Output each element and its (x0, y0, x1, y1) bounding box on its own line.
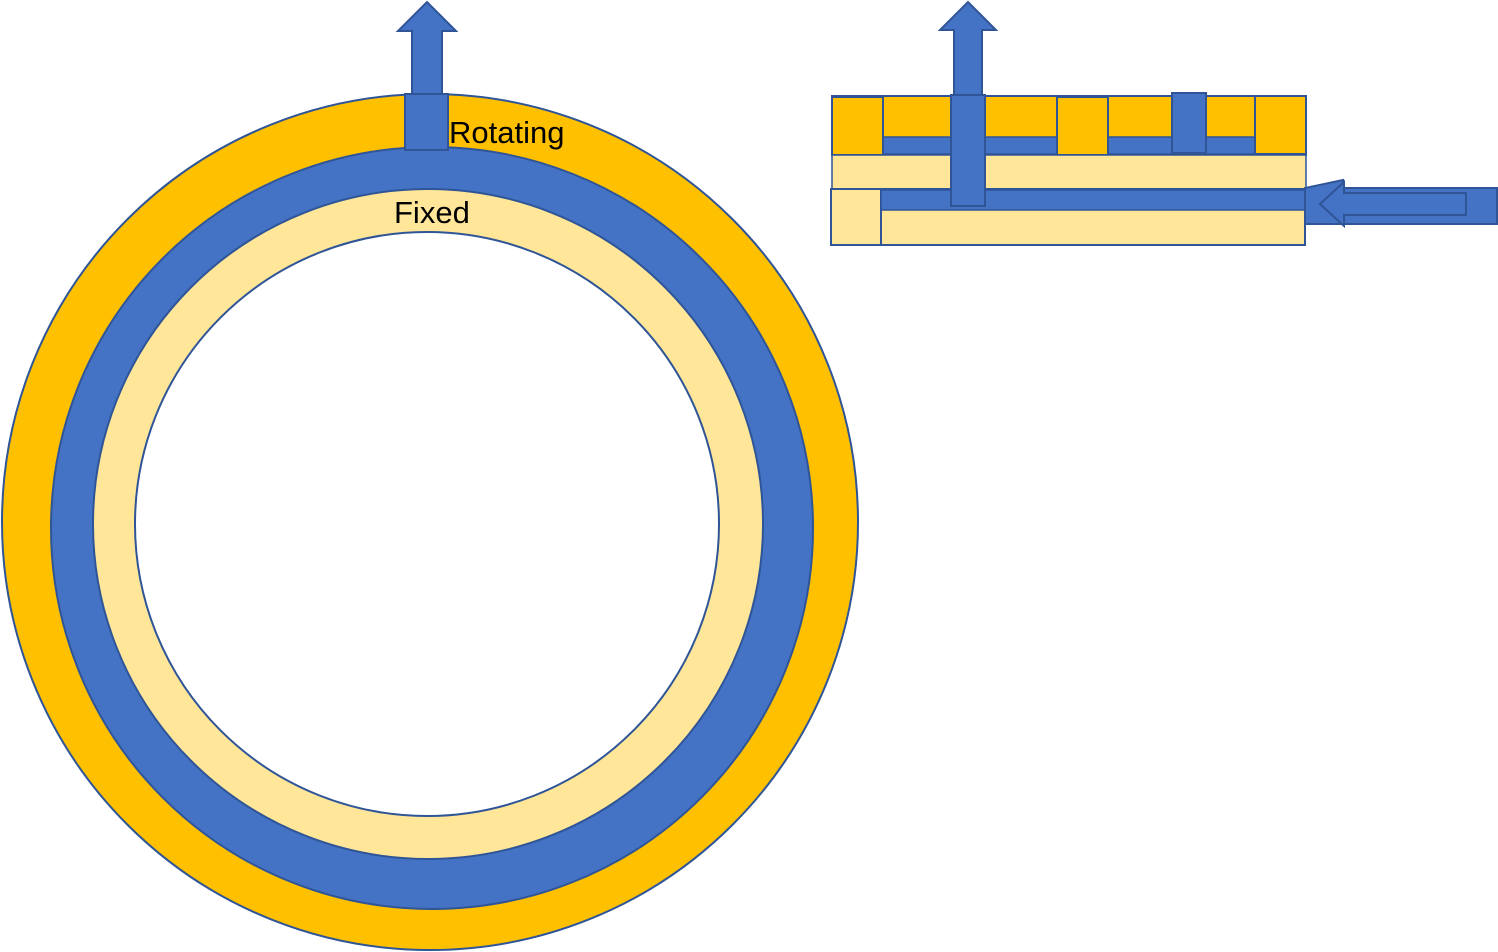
seal-block-2 (1056, 96, 1109, 156)
fixed-channel (880, 189, 1306, 211)
rotating-port-2 (1171, 92, 1207, 154)
seal-block-3 (1254, 95, 1307, 155)
seal-block-1 (831, 96, 884, 156)
outlet-arrow-right (937, 0, 999, 96)
fixed-label: Fixed (394, 195, 470, 230)
inlet-arrow-outline (1318, 179, 1467, 229)
rotating-port (404, 93, 449, 151)
linear-cross-section (830, 0, 1498, 246)
fixed-body-end (830, 188, 882, 246)
circular-cross-section: Rotating Fixed (1, 0, 859, 951)
vertical-port (950, 94, 986, 207)
inner-bore (134, 231, 720, 817)
outlet-arrow-left (395, 0, 459, 95)
rotating-label: Rotating (449, 115, 564, 150)
fixed-body-top (831, 154, 1307, 190)
